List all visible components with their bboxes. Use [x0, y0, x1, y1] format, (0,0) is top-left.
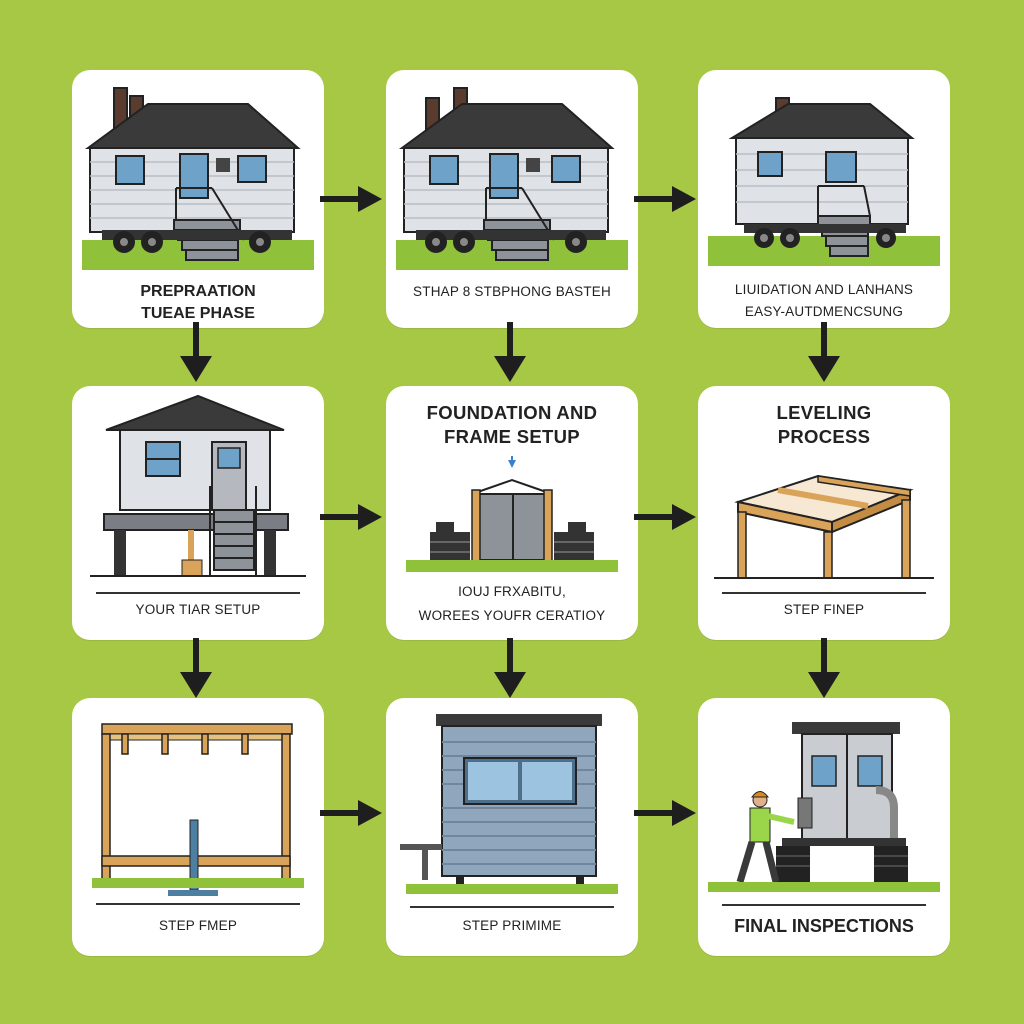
arrow-down-3-6: [808, 322, 840, 382]
stilt-house-icon: [90, 394, 306, 577]
step-card-8: STEP PRIMIME: [386, 698, 638, 956]
step-6-heading-line2: PROCESS: [777, 426, 871, 447]
step-1-title-line1: PREPRAATION: [140, 283, 256, 300]
divider: [722, 592, 926, 594]
divider: [96, 903, 300, 905]
divider: [722, 904, 926, 906]
step-5-heading-line2: FRAME SETUP: [444, 426, 580, 447]
step-card-4: YOUR TIAR SETUP: [72, 386, 324, 640]
arrow-down-5-8: [494, 638, 526, 698]
mobile-home-icon: [82, 87, 314, 270]
wood-frame-icon: [714, 474, 934, 579]
post-frame-icon: [92, 723, 304, 896]
arrow-right-4-5: [320, 504, 382, 530]
arrow-down-2-5: [494, 322, 526, 382]
step-6-heading-line1: LEVELING: [776, 402, 872, 423]
arrow-right-8-9: [634, 800, 696, 826]
step-9-title-line1: FINAL INSPECTIONS: [734, 916, 914, 936]
step-card-6: LEVELING PROCESS STEP FINEP: [698, 386, 950, 640]
step-card-2: STHAP 8 STBPHONG BASTEH: [386, 70, 638, 328]
step-5-title-line2: WOREES YOUFR CERATIOY: [418, 608, 606, 623]
step-2-title-line1: STHAP 8 STBPHONG BASTEH: [413, 284, 611, 299]
mobile-home-icon: [396, 87, 628, 270]
step-card-9: FINAL INSPECTIONS: [698, 698, 950, 956]
arrow-right-5-6: [634, 504, 696, 530]
arrow-right-7-8: [320, 800, 382, 826]
mobile-home-icon: [708, 97, 940, 266]
step-5-heading-line1: FOUNDATION AND: [426, 402, 598, 423]
step-3-title-line1: LIUIDATION AND LANHANS: [734, 282, 914, 297]
step-4-title-line1: YOUR TIAR SETUP: [135, 602, 261, 617]
step-3-title-line2: EASY-AUTDMENCSUNG: [744, 304, 904, 319]
step-card-3: LIUIDATION AND LANHANS EASY-AUTDMENCSUNG: [698, 70, 950, 328]
divider: [410, 906, 614, 908]
step-6-title-line1: STEP FINEP: [783, 602, 865, 617]
arrow-down-4-7: [180, 638, 212, 698]
jacks-frame-icon: [406, 456, 618, 572]
worker-icon: [708, 722, 940, 892]
step-7-title-line1: STEP FMEP: [158, 918, 238, 933]
step-1-title-line2: TUEAE PHASE: [141, 305, 255, 322]
step-card-5: FOUNDATION AND FRAME SETUP IOUJ FRXABITU…: [386, 386, 638, 640]
arrow-right-1-2: [320, 186, 382, 212]
step-5-title-line1: IOUJ FRXABITU,: [458, 584, 566, 599]
arrow-down-6-9: [808, 638, 840, 698]
arrow-right-2-3: [634, 186, 696, 212]
step-card-1: PREPRAATION TUEAE PHASE: [72, 70, 324, 328]
step-8-title-line1: STEP PRIMIME: [462, 918, 562, 933]
step-card-7: STEP FMEP: [72, 698, 324, 956]
arrow-down-1-4: [180, 322, 212, 382]
container-home-icon: [400, 714, 618, 894]
divider: [96, 592, 300, 594]
